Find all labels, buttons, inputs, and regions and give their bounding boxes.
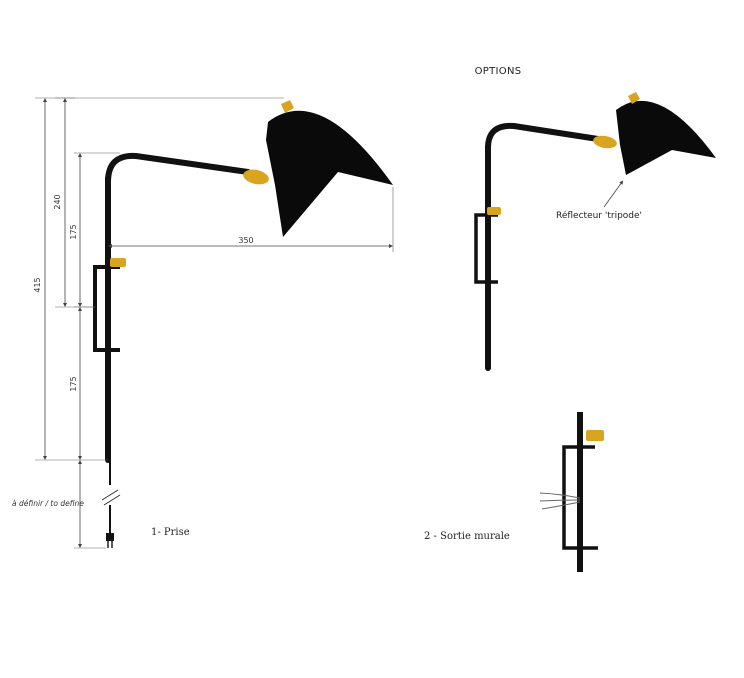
wall-outlet-wires	[539, 492, 581, 510]
dimension-175-upper: 175	[69, 152, 120, 308]
plug-pins	[107, 541, 113, 548]
wall-outlet-clamp	[586, 430, 604, 441]
reflector-label: Réflecteur 'tripode'	[556, 210, 642, 221]
option-tripod-reflector	[616, 100, 716, 175]
brass-joint	[243, 169, 269, 185]
cable-length-note: à définir / to define	[12, 499, 84, 508]
top-knob	[281, 100, 294, 113]
option-top-knob	[628, 92, 640, 104]
option-wall-bracket	[474, 213, 498, 284]
wall-outlet-bracket	[562, 445, 598, 550]
option-wall-outlet: 2 - Sortie murale	[424, 412, 604, 572]
option-curved-arm	[485, 122, 601, 151]
dimension-240: 240	[53, 97, 95, 308]
dimension-cable: à définir / to define	[12, 460, 106, 549]
dimension-350: 350	[108, 187, 394, 252]
plug-icon	[106, 533, 114, 541]
option-1-label: 1- Prise	[151, 527, 190, 538]
curved-arm	[105, 152, 251, 185]
option-bracket-clamp	[487, 207, 501, 215]
option-brass-joint	[593, 135, 617, 149]
dimension-label-350: 350	[238, 236, 253, 245]
options-heading: OPTIONS	[475, 66, 522, 77]
dimension-label-175-lower: 175	[69, 376, 78, 391]
option-reflector-lamp: Réflecteur 'tripode'	[474, 92, 716, 371]
reflector-shade	[266, 110, 393, 237]
dimension-label-175-upper: 175	[69, 224, 78, 239]
cable-break-mark	[101, 489, 121, 506]
reflector-pointer-arrow	[603, 180, 624, 208]
main-lamp	[93, 100, 393, 548]
option-2-label: 2 - Sortie murale	[424, 531, 510, 542]
dimension-label-415: 415	[33, 277, 42, 292]
bracket-clamp	[110, 258, 126, 267]
dimension-label-240: 240	[53, 194, 62, 209]
dimension-415: 415	[33, 97, 284, 461]
wall-bracket	[93, 265, 120, 352]
dimension-175-lower: 175	[69, 307, 82, 460]
